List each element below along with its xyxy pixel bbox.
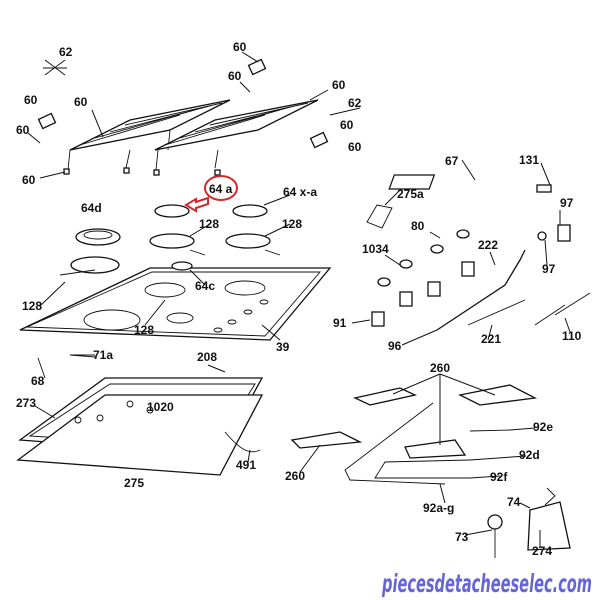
label-64c: 64c (195, 279, 215, 293)
label-91: 91 (333, 316, 347, 330)
label-128: 128 (22, 299, 42, 313)
label-67: 67 (445, 154, 459, 168)
label-131: 131 (519, 153, 539, 167)
pan-support-grate-left (67, 99, 231, 171)
bottom-tray (16, 354, 264, 476)
label-71a: 71a (93, 348, 113, 362)
label-273: 273 (16, 396, 36, 410)
label-64d: 64d (81, 201, 102, 215)
label-39: 39 (276, 340, 290, 354)
label-62: 62 (59, 45, 73, 59)
pan-support-grate-right (154, 99, 319, 171)
label-60: 60 (74, 95, 88, 109)
label-60: 60 (16, 123, 30, 137)
label-128: 128 (199, 217, 219, 231)
label-491: 491 (236, 458, 256, 472)
label-64a: 64 a (209, 182, 233, 196)
label-260: 260 (430, 361, 450, 375)
label-1020: 1020 (147, 400, 174, 414)
label-80: 80 (411, 219, 425, 233)
label-64x-a: 64 x-a (283, 185, 317, 199)
label-110: 110 (562, 329, 582, 343)
burner-caps (59, 204, 281, 276)
label-92e: 92e (533, 420, 553, 434)
callout-labels: 62 60 60 60 62 60 60 60 60 60 60 64 a 64… (16, 40, 582, 558)
label-60: 60 (348, 140, 362, 154)
label-128: 128 (282, 217, 302, 231)
label-208: 208 (197, 350, 217, 364)
trivet-cross-part (43, 59, 67, 76)
label-1034: 1034 (362, 242, 389, 256)
label-60: 60 (22, 173, 36, 187)
label-97: 97 (560, 196, 574, 210)
label-60: 60 (233, 40, 247, 54)
label-73: 73 (455, 530, 469, 544)
label-260: 260 (285, 469, 305, 483)
label-92f: 92f (490, 470, 508, 484)
label-62: 62 (348, 96, 362, 110)
screw-bag-and-pin (487, 487, 571, 558)
label-96: 96 (388, 339, 402, 353)
label-68: 68 (31, 374, 45, 388)
grate-clips (37, 58, 329, 176)
label-60: 60 (24, 93, 38, 107)
label-275a: 275a (397, 187, 424, 201)
watermark: piecesdetacheeselec.com (381, 569, 592, 598)
label-60: 60 (228, 69, 242, 83)
label-221: 221 (481, 332, 501, 346)
label-60: 60 (332, 78, 346, 92)
label-60: 60 (340, 118, 354, 132)
label-92d: 92d (519, 448, 540, 462)
label-128: 128 (134, 323, 154, 337)
label-92a-g: 92a-g (423, 501, 454, 515)
label-274: 274 (532, 544, 552, 558)
cooktop-panel (19, 261, 332, 341)
label-275: 275 (124, 476, 144, 490)
leader-lines (27, 51, 571, 548)
gas-valves (366, 174, 591, 331)
label-74: 74 (507, 495, 521, 509)
burner-supports-and-pipes (290, 384, 538, 485)
label-97: 97 (542, 262, 556, 276)
label-222: 222 (478, 238, 498, 252)
highlight-64a (184, 175, 238, 213)
